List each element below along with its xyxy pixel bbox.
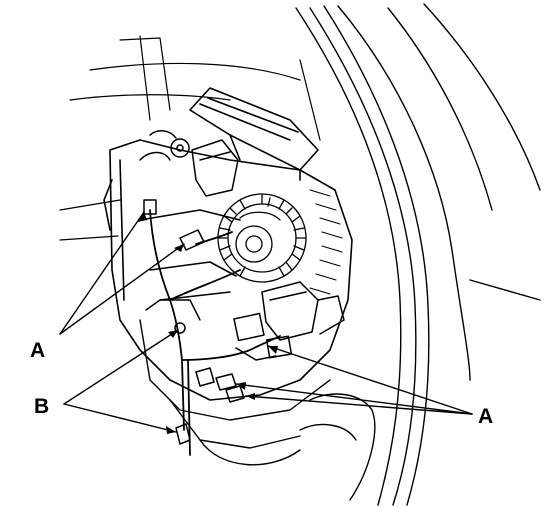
- callout-b-left: B: [34, 395, 50, 418]
- clip-b-group: [174, 322, 191, 445]
- connector-a-3: [195, 367, 215, 387]
- connector-a-4: [215, 373, 237, 391]
- leader-a-right-3: [245, 395, 473, 415]
- connector-a-group: [143, 199, 245, 403]
- callout-a-left: A: [30, 339, 46, 362]
- wire-harness: [149, 209, 281, 456]
- body-panel-outline: [295, 3, 541, 506]
- connector-a-5: [225, 385, 245, 403]
- leader-lines: [59, 211, 473, 433]
- actuator-motor: [139, 130, 239, 197]
- connector-a-2: [179, 229, 205, 251]
- leader-b-2: [63, 403, 177, 433]
- callout-a-right: A: [478, 405, 494, 428]
- connector-a-1: [143, 199, 157, 215]
- clip-b-2: [175, 423, 191, 445]
- leader-a-left-2: [59, 243, 185, 335]
- leader-b-1: [63, 329, 179, 405]
- lower-duct: [139, 299, 376, 501]
- leader-a-left-1: [59, 211, 145, 335]
- leader-a-right-1: [267, 345, 473, 415]
- upper-duct: [189, 87, 319, 181]
- housing-slats: [309, 189, 343, 295]
- clip-b-1: [174, 322, 186, 334]
- leader-a-right-2: [235, 383, 473, 415]
- dash-outline: [59, 35, 321, 241]
- leader-arrowheads: [138, 212, 278, 434]
- blower-fan: [217, 193, 307, 283]
